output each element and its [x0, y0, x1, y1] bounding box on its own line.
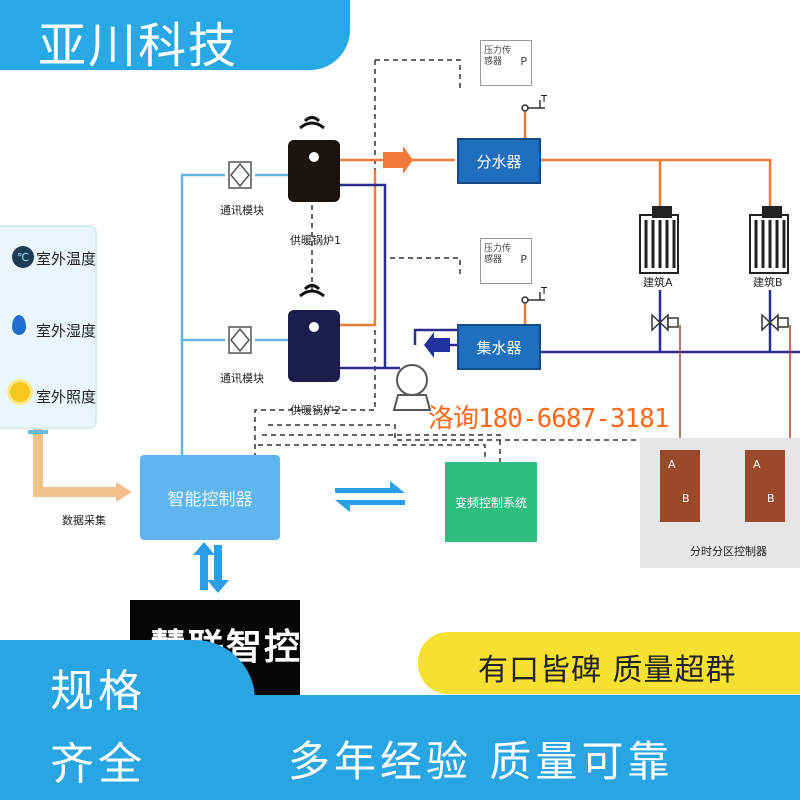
comm-module-1-icon	[228, 161, 252, 189]
consult-phone: 洛询180-6687-3181	[428, 404, 669, 434]
boiler-1-label: 供暖锅炉1	[290, 234, 341, 247]
building-b-icon	[749, 206, 789, 274]
slogan-experience: 多年经验 质量可靠	[288, 737, 674, 786]
zone-wires	[679, 325, 791, 448]
pressure-sensor-1-p: P	[520, 55, 527, 68]
supply-arrow	[383, 146, 413, 174]
pressure-sensor-2: 压力传感器 P	[480, 238, 532, 284]
pressure-sensor-2-label: 压力传感器	[484, 244, 512, 265]
pressure-sensor-1: 压力传感器 P	[480, 40, 532, 86]
data-collection-label: 数据采集	[62, 514, 106, 527]
water-distributor: 分水器	[457, 138, 541, 184]
comm-lines	[180, 173, 290, 455]
zone-controller-a: A B	[660, 450, 700, 522]
zone-a-label-top-2: A	[753, 458, 761, 471]
supply-pipes	[340, 105, 772, 327]
thermometer-icon: ℃	[12, 246, 34, 268]
sun-icon	[10, 382, 30, 402]
boiler-2-label: 供暖锅炉2	[290, 404, 341, 417]
brand-banner	[0, 0, 350, 70]
temp-mark-1: T	[541, 94, 548, 105]
building-a-icon	[639, 206, 679, 274]
water-collector: 集水器	[457, 324, 541, 370]
zone-b-label-bottom: B	[682, 492, 690, 505]
data-collection-arrow	[28, 428, 132, 502]
boiler-1-icon	[288, 116, 340, 202]
smart-controller: 智能控制器	[140, 455, 280, 540]
zone-controller-b: A B	[745, 450, 785, 522]
temp-mark-2: T	[541, 286, 548, 297]
water-drop-icon	[12, 315, 26, 335]
valve-b-icon	[761, 313, 789, 332]
slogan-spec-line-1: 规格	[50, 666, 146, 717]
brand-name: 亚川科技	[38, 18, 239, 74]
slogan-reputation: 有口皆碑 质量超群	[478, 653, 737, 688]
building-a-label: 建筑A	[643, 276, 673, 289]
exchange-arrows	[335, 481, 405, 512]
boiler-2-icon	[288, 284, 340, 382]
temperature-probe-icons	[521, 100, 545, 304]
zone-controller-label: 分时分区控制器	[690, 545, 767, 558]
slogan-spec-line-2: 齐全	[50, 739, 146, 790]
sensor-outdoor-illuminance: 室外照度	[36, 388, 97, 406]
pressure-sensor-1-label: 压力传感器	[484, 46, 512, 67]
comm-module-1-label: 通讯模块	[220, 204, 264, 217]
return-pipes	[340, 183, 800, 370]
comm-module-2-label: 通讯模块	[220, 372, 264, 385]
slogan-banner-yellow	[418, 632, 800, 694]
sensor-outdoor-humidity: 室外湿度	[36, 322, 97, 340]
valve-a-icon	[651, 313, 679, 332]
sensor-outdoor-temperature: 室外温度	[36, 250, 97, 268]
slogan-banner-left	[0, 640, 255, 800]
pump-icon	[392, 364, 432, 411]
comm-module-2-icon	[228, 326, 252, 354]
return-arrow	[424, 332, 450, 358]
building-b-label: 建筑B	[753, 276, 783, 289]
zone-b-label-bottom-2: B	[767, 492, 775, 505]
pressure-sensor-2-p: P	[520, 253, 527, 266]
zone-a-label-top: A	[668, 458, 676, 471]
vfd-control-system: 变频控制系统	[445, 462, 537, 542]
updown-arrows	[193, 542, 229, 593]
